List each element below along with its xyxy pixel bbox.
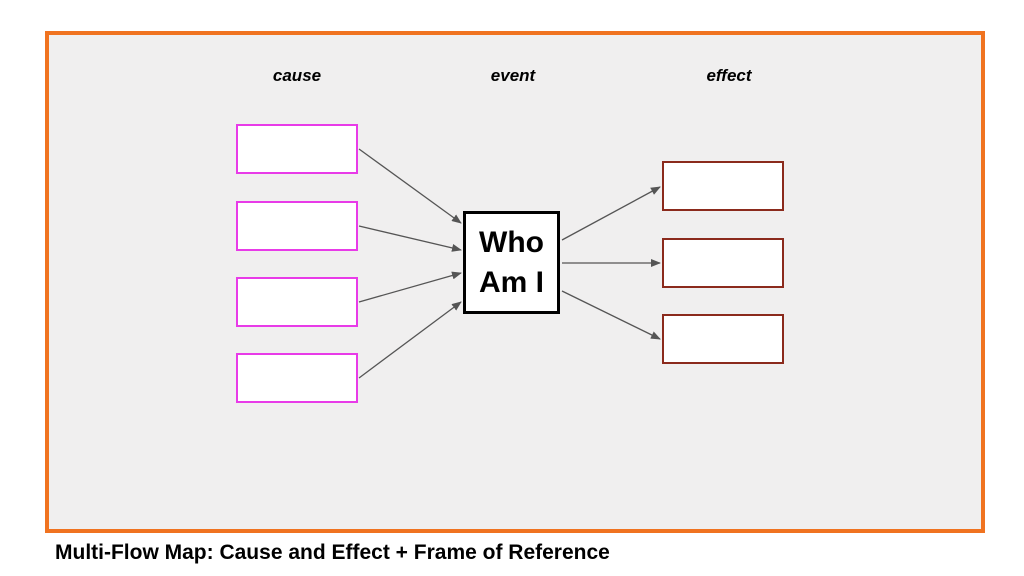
cause-box-3[interactable] [236,277,358,327]
event-label: Who Am I [478,225,544,299]
cause-box-1[interactable] [236,124,358,174]
slide-caption: Multi-Flow Map: Cause and Effect + Frame… [55,541,610,564]
effect-box-3[interactable] [662,314,784,364]
cause-box-2[interactable] [236,201,358,251]
effect-box-1[interactable] [662,161,784,211]
event-box[interactable]: Who Am I [463,211,560,314]
cause-column-label: cause [272,66,322,85]
effect-box-2[interactable] [662,238,784,288]
cause-box-4[interactable] [236,353,358,403]
effect-column-label: effect [706,66,752,85]
event-column-label: event [490,66,536,85]
